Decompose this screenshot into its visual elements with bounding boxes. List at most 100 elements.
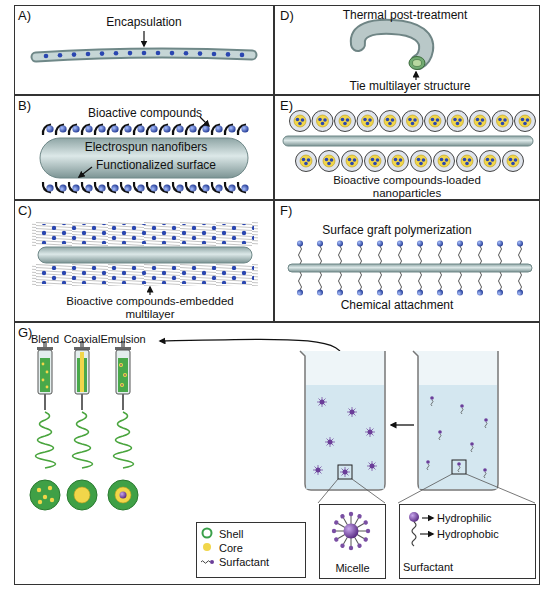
compound-dot <box>156 51 161 56</box>
functional-group <box>56 182 67 193</box>
pointer-arrow <box>420 533 433 534</box>
functional-group <box>82 182 93 193</box>
nanoparticle <box>492 111 513 132</box>
graft-chain <box>377 241 383 265</box>
functional-group <box>212 125 223 136</box>
pointer-arrow <box>79 167 92 177</box>
part-label: Hydrophilic <box>437 512 532 524</box>
callout-label: Tie multilayer structure <box>330 80 490 93</box>
beaker <box>300 351 385 490</box>
graft-chain <box>477 241 483 265</box>
needle <box>122 394 124 410</box>
micelle-tail <box>349 512 353 524</box>
coaxial-syringe <box>67 341 97 510</box>
graft-chain <box>297 241 303 265</box>
micelle-tail <box>356 519 369 529</box>
nanoparticle <box>503 151 524 172</box>
small-micelle <box>347 407 357 417</box>
nanoparticle <box>447 111 468 132</box>
detail-label: Surfactant <box>403 561 483 573</box>
panel-letter: C) <box>18 204 42 218</box>
nanoparticle <box>335 111 356 132</box>
functional-group <box>134 125 145 136</box>
panel: B)Bioactive compoundsElectrospun nanofib… <box>14 95 274 200</box>
micelle-tail <box>339 536 349 549</box>
functional-group <box>134 182 145 193</box>
micelle-tail <box>333 533 346 543</box>
panel-letter: F) <box>280 204 304 218</box>
micelle-tail <box>358 529 370 533</box>
functional-group <box>225 182 236 193</box>
process-arrow <box>391 424 414 425</box>
functional-group <box>186 125 197 136</box>
graft-chain <box>397 241 403 265</box>
multilayer-cap <box>409 57 425 70</box>
functional-group <box>121 125 132 136</box>
nanoparticle <box>434 151 455 172</box>
functional-group <box>121 182 132 193</box>
graft-chain <box>497 241 503 265</box>
small-micelle <box>367 461 377 471</box>
beaker-liquid <box>419 385 497 489</box>
callout-label: Bioactive compounds <box>88 107 218 120</box>
small-micelle <box>340 467 350 477</box>
small-surfactant <box>470 442 474 452</box>
fiber-core <box>74 487 90 503</box>
small-micelle <box>317 397 327 407</box>
emulsion-droplet <box>119 363 123 367</box>
nanoparticle <box>388 151 409 172</box>
detail-box: Micelle <box>319 504 386 579</box>
pointer-arrow <box>149 287 150 295</box>
multilayer-cap-inner <box>413 60 422 67</box>
droplet-center <box>120 364 122 366</box>
graft-chain <box>437 272 443 296</box>
graft-chain <box>477 272 483 296</box>
functional-group <box>69 125 80 136</box>
functional-group <box>199 125 210 136</box>
compound-dot <box>44 54 49 59</box>
zoom-line <box>318 479 338 503</box>
functional-group <box>238 182 249 193</box>
graft-chain <box>457 272 463 296</box>
panel-label: Bioactive compounds-loaded nanoparticles <box>317 174 497 199</box>
detail-label: Micelle <box>319 562 386 574</box>
panel-letter: E) <box>280 99 304 113</box>
multilayer-fibers <box>32 264 258 286</box>
graft-chain <box>337 241 343 265</box>
panel: A)Encapsulation <box>14 5 274 95</box>
panel-letter: D) <box>280 9 304 23</box>
core-droplet <box>42 379 45 382</box>
functional-group <box>43 182 54 193</box>
surfactant-sample-head <box>210 560 214 564</box>
micelle-tail <box>353 513 363 526</box>
beaker-liquid <box>306 385 384 489</box>
functional-group <box>225 125 236 136</box>
core-solution <box>80 352 84 392</box>
functional-group <box>147 182 158 193</box>
compound-dot <box>184 51 189 56</box>
graft-chain <box>417 241 423 265</box>
electrospinning-jet <box>36 412 56 468</box>
micelle-tail <box>333 519 346 529</box>
functional-group <box>173 125 184 136</box>
needle <box>44 394 46 410</box>
functional-group <box>160 125 171 136</box>
functional-group <box>147 125 158 136</box>
zoom-square <box>452 460 466 474</box>
compound-dot <box>86 52 91 57</box>
micelle-tail <box>332 529 344 533</box>
compound-dot <box>114 51 119 56</box>
panel-label: Encapsulation <box>84 16 204 29</box>
emulsion-solution <box>118 358 128 392</box>
syringe-barrel <box>38 350 52 394</box>
fiber-cross-section <box>108 480 138 510</box>
panel-label: Thermal post-treatment <box>330 9 480 22</box>
functional-group <box>173 182 184 193</box>
graft-chain <box>517 241 523 265</box>
small-surfactant <box>438 430 442 440</box>
callout-label: Electrospun nanofibers <box>76 141 216 154</box>
zoom-line <box>466 474 535 503</box>
